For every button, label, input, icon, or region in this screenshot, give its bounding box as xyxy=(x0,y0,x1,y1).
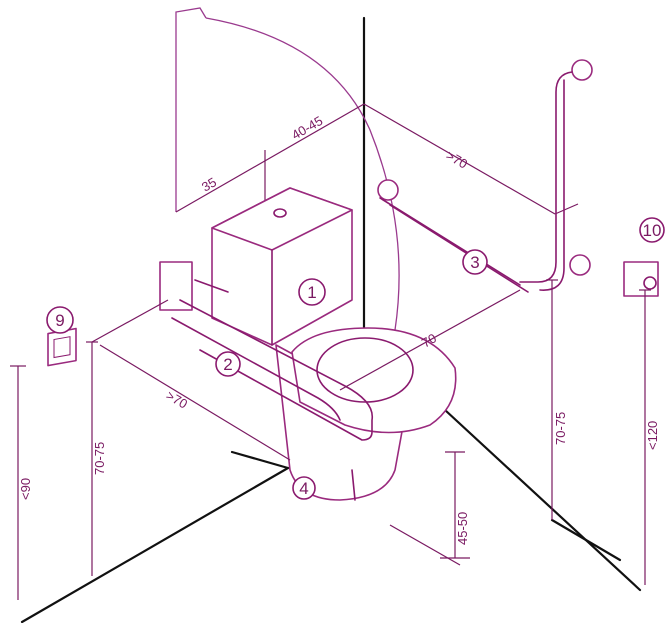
callout-3: 3 xyxy=(462,249,488,275)
dim-text-lt90: <90 xyxy=(18,478,33,500)
alarm-plate xyxy=(47,327,77,367)
door-leaf xyxy=(175,7,207,212)
callout-circle-9 xyxy=(46,306,74,334)
callout-text-3: 3 xyxy=(470,253,479,272)
vertical-bar-inner xyxy=(539,79,565,291)
floor-dim-line xyxy=(389,524,461,566)
top-dimensions xyxy=(175,103,579,215)
callout-text-9: 9 xyxy=(55,311,64,330)
callout-circle-2 xyxy=(215,351,241,377)
callout-1: 1 xyxy=(298,278,326,306)
bowl-top xyxy=(291,327,457,434)
left-wall-plate xyxy=(159,261,193,311)
dim-text-70-75-right: 70-75 xyxy=(553,412,568,445)
side-dimensions xyxy=(10,279,651,600)
dim-text-35: 35 xyxy=(199,174,219,194)
callout-circle-4 xyxy=(292,476,316,500)
floor-corner-back xyxy=(230,450,290,470)
room-walls xyxy=(20,16,642,623)
seat-opening xyxy=(316,337,414,403)
callout-10: 10 xyxy=(639,217,665,243)
floor-edge-right-2 xyxy=(550,518,622,562)
dim-gt70-left-line xyxy=(99,344,291,461)
callout-4: 4 xyxy=(292,476,316,500)
left-bar-lower xyxy=(171,317,341,421)
paper-holder-plate xyxy=(623,261,659,297)
callout-circle-3 xyxy=(462,249,488,275)
dim-text-lt120: <120 xyxy=(645,421,660,450)
right-grab-bar xyxy=(377,59,593,293)
dim-extension-left xyxy=(91,299,169,343)
callout-2: 2 xyxy=(215,351,241,377)
cistern xyxy=(211,187,353,346)
callout-text-10: 10 xyxy=(643,221,662,240)
flush-button xyxy=(273,208,287,218)
callout-circle-10 xyxy=(639,217,665,243)
rear-wall-flange xyxy=(377,179,399,201)
dim-line-top-left xyxy=(175,103,365,213)
left-bar-hinge xyxy=(194,279,229,293)
pedestal-line xyxy=(351,469,356,501)
toilet-bowl xyxy=(275,327,457,501)
alarm-plate-inner xyxy=(53,336,71,359)
dim-70-diag-line xyxy=(339,289,521,391)
floor-edge-left xyxy=(20,466,290,623)
callout-text-2: 2 xyxy=(223,355,232,374)
dim-text-gt70-left: >70 xyxy=(164,388,191,412)
horizontal-bar-inner xyxy=(389,204,529,293)
callout-circle-1 xyxy=(298,278,326,306)
dim-text-70: 70 xyxy=(419,330,439,350)
callout-text-1: 1 xyxy=(307,283,316,302)
dim-text-40-45: 40-45 xyxy=(289,113,325,143)
callout-text-4: 4 xyxy=(299,479,308,498)
dim-text-45-50: 45-50 xyxy=(455,512,470,545)
alarm-button-left xyxy=(47,327,77,367)
callout-9: 9 xyxy=(46,306,74,334)
dim-line-top-right xyxy=(363,103,556,215)
lower-wall-flange xyxy=(569,254,591,276)
dim-tick-right xyxy=(554,203,579,215)
floor-edge-right xyxy=(443,408,642,592)
dim-text-70-75-left: 70-75 xyxy=(92,442,107,475)
paper-holder-roll xyxy=(643,276,657,290)
paper-holder-right xyxy=(623,261,659,297)
dim-text-gt70-top: >70 xyxy=(444,148,471,172)
cistern-lid xyxy=(211,187,353,251)
vertical-bar xyxy=(519,71,573,283)
upper-wall-flange xyxy=(571,59,593,81)
left-bar-loop xyxy=(179,299,374,441)
